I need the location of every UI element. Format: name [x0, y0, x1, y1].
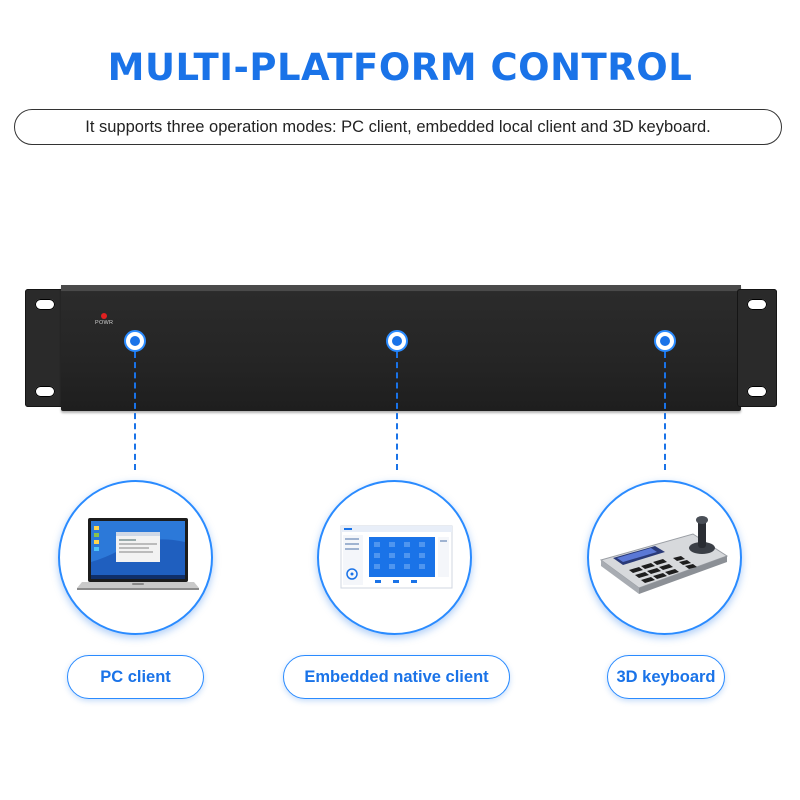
3d-keyboard-icon [599, 516, 729, 594]
connector-line [134, 352, 136, 470]
mount-hole [35, 299, 55, 310]
3d-keyboard-label: 3D keyboard [607, 655, 725, 699]
page-title: MULTI-PLATFORM CONTROL [107, 46, 693, 89]
pc-client-image [58, 480, 213, 635]
rack-ear-left [25, 289, 65, 407]
embedded-client-label: Embedded native client [283, 655, 510, 699]
connector-line [664, 352, 666, 470]
power-led-label: POWR [95, 320, 114, 326]
mount-hole [747, 386, 767, 397]
embedded-client-image [317, 480, 472, 635]
rack-ear-right [737, 289, 777, 407]
embedded-client-label-text: Embedded native client [304, 667, 489, 686]
connector-line [396, 352, 398, 470]
3d-keyboard-image [587, 480, 742, 635]
pc-client-label-text: PC client [100, 667, 171, 686]
mount-hole [747, 299, 767, 310]
pc-client-label: PC client [67, 655, 204, 699]
marker-pc-client-icon [124, 330, 146, 352]
power-led-icon [101, 313, 107, 319]
marker-3d-keyboard-icon [654, 330, 676, 352]
subtitle-text: It supports three operation modes: PC cl… [85, 117, 711, 136]
mount-hole [35, 386, 55, 397]
marker-embedded-client-icon [386, 330, 408, 352]
3d-keyboard-label-text: 3D keyboard [616, 667, 716, 686]
panel-top-edge [61, 285, 741, 291]
laptop-icon [77, 518, 199, 590]
embedded-client-screen-icon [340, 525, 453, 589]
subtitle-box: It supports three operation modes: PC cl… [14, 109, 782, 145]
